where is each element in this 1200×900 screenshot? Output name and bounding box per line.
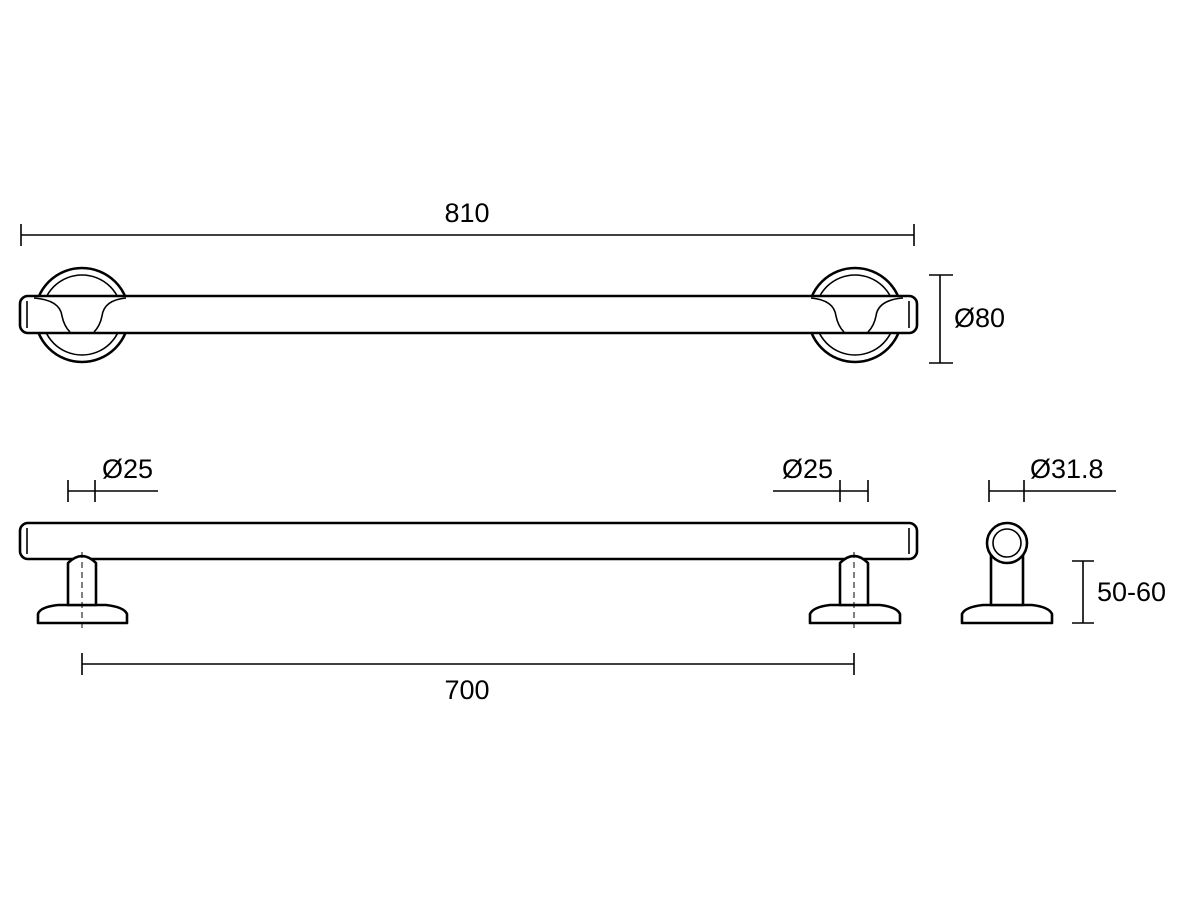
wall-projection-label: 50-60 xyxy=(1097,577,1166,607)
dimension-overall-length: 810 xyxy=(20,198,915,246)
dimension-tube-diameter: Ø31.8 xyxy=(988,454,1116,502)
center-distance-label: 700 xyxy=(444,675,489,705)
left-post-diameter-label: Ø25 xyxy=(102,454,153,484)
left-post xyxy=(36,552,129,628)
side-view: Ø31.8 50-60 xyxy=(960,454,1166,625)
tube-diameter-label: Ø31.8 xyxy=(1030,454,1104,484)
dimension-center-distance: 700 xyxy=(81,653,855,705)
right-post xyxy=(808,552,902,628)
rosette-diameter-label: Ø80 xyxy=(954,303,1005,333)
top-bar-tube xyxy=(18,294,919,335)
dimension-rosette-diameter: Ø80 xyxy=(929,274,1005,364)
overall-length-label: 810 xyxy=(444,198,489,228)
dimension-right-post-diameter: Ø25 xyxy=(773,454,869,502)
dimension-left-post-diameter: Ø25 xyxy=(67,454,158,502)
dimension-wall-projection: 50-60 xyxy=(1072,560,1166,624)
right-post-diameter-label: Ø25 xyxy=(782,454,833,484)
top-view: 810 Ø80 xyxy=(18,198,1005,364)
front-bar-tube xyxy=(18,521,919,561)
front-view: Ø25 Ø25 xyxy=(18,454,919,705)
side-post xyxy=(960,521,1054,625)
